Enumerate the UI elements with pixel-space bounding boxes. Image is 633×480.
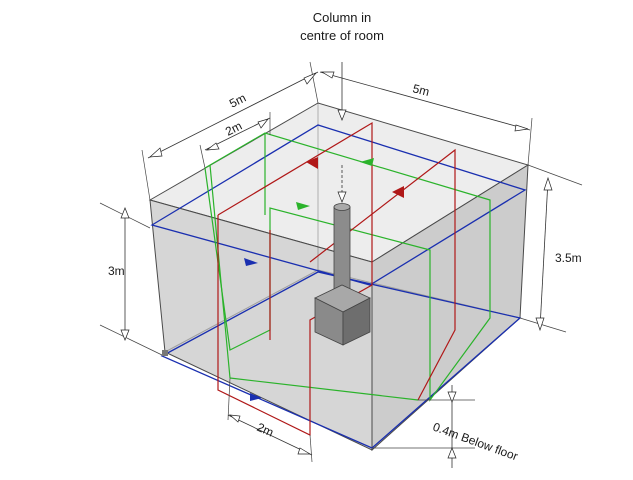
green-line-b: [229, 377, 419, 401]
below-floor-label: 0.4m Below floor: [431, 420, 520, 464]
dim-top-width: [141, 61, 319, 201]
dim-spacing-bottom: [227, 377, 313, 463]
room-box: [148, 102, 530, 452]
top-width-label: 5m: [227, 91, 248, 111]
green-arrow-lower: [296, 202, 310, 210]
column-base-right: [342, 297, 371, 346]
dim-room-height: [519, 164, 583, 333]
green-loop-1: [204, 132, 491, 402]
floor-marker: [162, 350, 168, 356]
column-label-line2: centre of room: [300, 28, 384, 43]
red-arrow-upper: [306, 157, 318, 169]
blue-arrow-lower: [250, 393, 262, 401]
top-length-label: 5m: [411, 81, 431, 99]
spacing-bottom-label: 2m: [255, 420, 276, 440]
red-loop-1: [217, 121, 373, 436]
red-loop-2: [309, 148, 456, 401]
red-loops: [217, 121, 456, 436]
column: [314, 203, 371, 346]
green-loops: [204, 132, 491, 402]
dim-spacing-top: [199, 112, 271, 169]
blue-arrow-upper: [244, 258, 258, 266]
direction-markers: [244, 157, 404, 401]
dim-top-length: [319, 71, 533, 166]
loop-height-label: 3m: [108, 264, 125, 278]
dim-loop-height: [99, 202, 163, 356]
column-pointer: [337, 62, 347, 203]
green-arrow-upper: [360, 158, 374, 166]
blue-loop-upper: [150, 124, 527, 286]
red-arrow-lower: [392, 186, 404, 198]
spacing-top-label: 2m: [223, 119, 244, 139]
column-cap: [333, 203, 351, 211]
green-line-a: [209, 164, 231, 379]
room-floor-back-left: [164, 269, 319, 353]
column-label-line1: Column in: [313, 10, 372, 25]
dim-below-floor: [372, 385, 475, 468]
room-height-label: 3.5m: [555, 251, 582, 265]
